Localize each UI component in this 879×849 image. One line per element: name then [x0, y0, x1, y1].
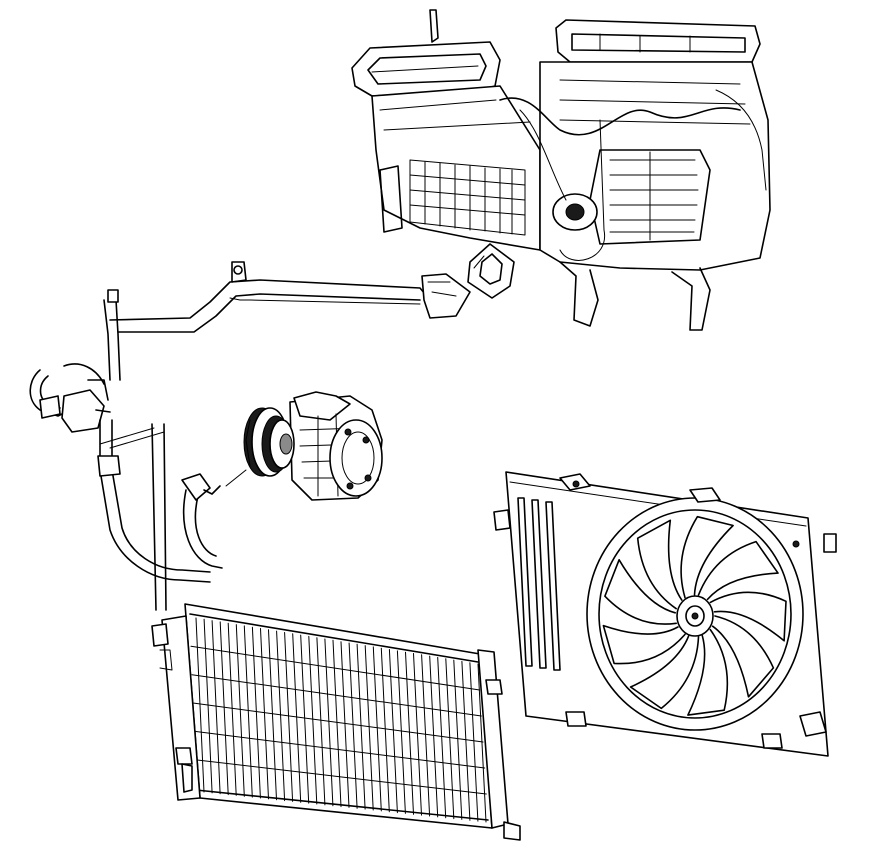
fan-blade [602, 624, 686, 665]
compressor-icon [243, 391, 383, 501]
hvac-housing-icon [351, 9, 771, 331]
fan-blade [629, 635, 700, 710]
fan-shroud-icon [493, 471, 837, 757]
fan-blade [604, 559, 677, 625]
fan-blade [687, 628, 729, 716]
condenser-icon [151, 603, 521, 841]
fan-blade [680, 515, 734, 599]
grommet-seal-icon [467, 243, 515, 299]
fan-blade [697, 540, 779, 601]
fan-blade [636, 519, 683, 610]
fan-blade [711, 615, 775, 698]
refrigerant-lines-icon [29, 261, 471, 611]
fan-blade [709, 591, 787, 642]
